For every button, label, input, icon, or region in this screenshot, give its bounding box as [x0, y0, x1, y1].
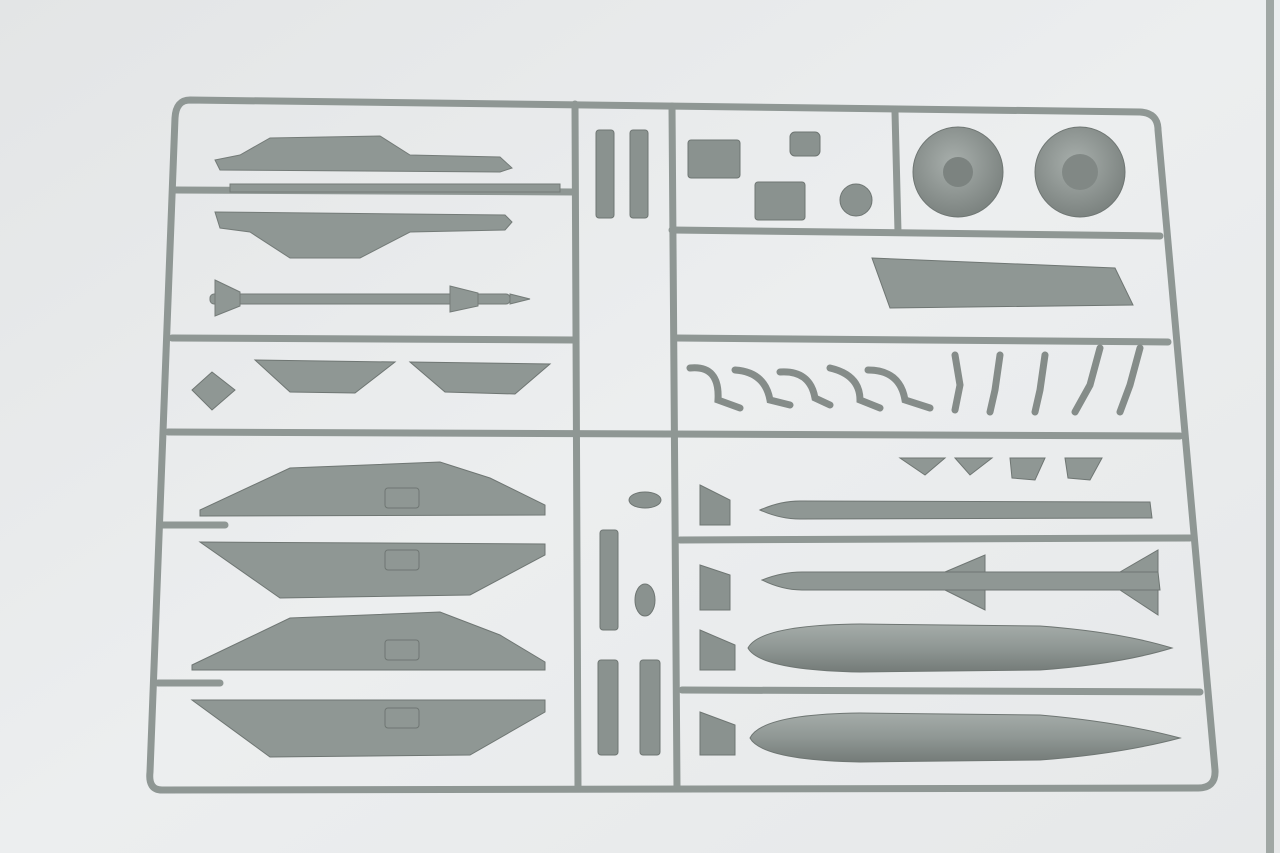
part-drop-tanks [747, 623, 1182, 763]
part-fairings [190, 461, 546, 758]
part-wheels [912, 126, 1126, 218]
part-gear-struts [686, 344, 1144, 416]
part-pylons [191, 359, 552, 411]
sprue-frame [146, 96, 1219, 794]
part-small-pieces [595, 129, 873, 756]
part-flap [871, 257, 1134, 309]
part-missile-small [209, 279, 531, 317]
part-missiles-large [758, 500, 1161, 616]
part-gear-doors [898, 457, 1103, 481]
part-long-strips [214, 135, 561, 259]
edge-sprue-right [1266, 0, 1274, 853]
